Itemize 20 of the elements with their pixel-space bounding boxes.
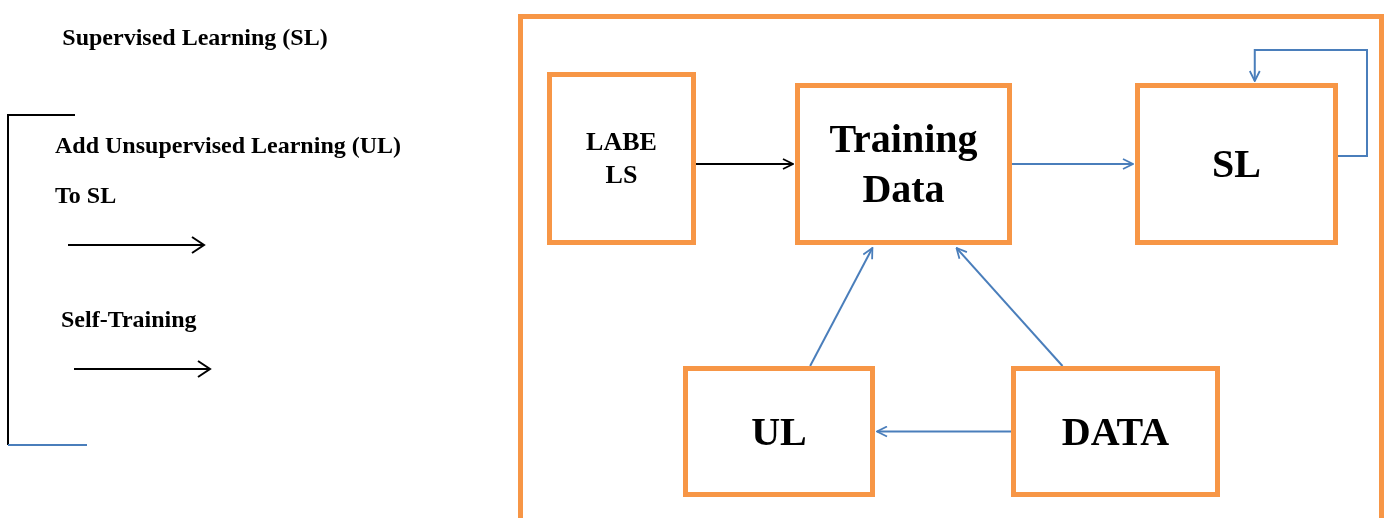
node-label: DATA xyxy=(1060,407,1171,456)
process-box xyxy=(795,83,1012,245)
title: Supervised Learning (SL) xyxy=(61,23,329,52)
process-box xyxy=(1011,366,1220,497)
node-label: UL xyxy=(750,407,808,456)
node-label: Training Data xyxy=(828,115,979,213)
arrow xyxy=(809,247,874,367)
arrow xyxy=(876,425,1012,438)
arrow xyxy=(695,158,794,170)
process-box xyxy=(547,72,696,245)
frame-box xyxy=(518,14,1384,518)
node-label: LABE LS xyxy=(585,126,658,191)
node-label: SL xyxy=(1211,140,1262,188)
process-box xyxy=(1135,83,1338,245)
process-box xyxy=(683,366,875,497)
arrow xyxy=(1248,49,1368,157)
legend-text: Add Unsupervised Learning (UL) To SL xyxy=(55,131,403,210)
arrow xyxy=(1011,158,1134,170)
arrow xyxy=(955,247,1064,367)
legend-text: Self-Training xyxy=(61,305,198,334)
